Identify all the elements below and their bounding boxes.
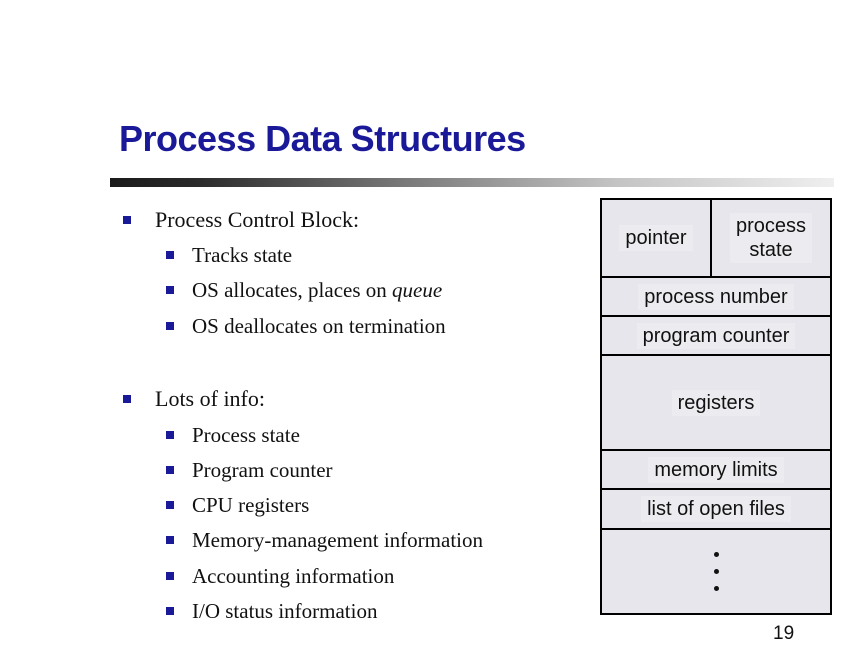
- bullet-text: Process state: [192, 423, 300, 447]
- slide-title: Process Data Structures: [119, 118, 526, 159]
- bullet-square-icon: [123, 216, 131, 224]
- pcb-field-label: memory limits: [648, 456, 784, 483]
- bullet-text: Memory-management information: [192, 528, 483, 552]
- title-underline: [110, 178, 834, 187]
- sub-bullet-item: Tracks state: [166, 242, 293, 268]
- sub-bullet-item: OS deallocates on termination: [166, 313, 446, 339]
- bullet-item: Lots of info:: [123, 386, 265, 412]
- pcb-field-label: process state: [729, 213, 813, 263]
- pcb-field-pointer: pointer: [600, 198, 712, 278]
- bullet-text: Program counter: [192, 458, 333, 482]
- bullet-text-italic: queue: [392, 278, 443, 302]
- sub-bullet-item: CPU registers: [166, 492, 310, 518]
- pcb-field-label: program counter: [636, 322, 796, 349]
- bullet-text: Lots of info:: [155, 386, 265, 411]
- pcb-field-memory-limits: memory limits: [600, 449, 832, 490]
- vertical-ellipsis-icon: [713, 552, 719, 591]
- pcb-field-label: pointer: [619, 225, 693, 251]
- pcb-field-more: [600, 528, 832, 615]
- bullet-item: Process Control Block:: [123, 207, 360, 233]
- bullet-square-icon: [166, 466, 174, 474]
- pcb-field-program-counter: program counter: [600, 315, 832, 356]
- bullet-square-icon: [166, 251, 174, 259]
- pcb-field-process-number: process number: [600, 276, 832, 317]
- bullet-text: Process Control Block:: [155, 207, 360, 232]
- pcb-field-label: registers: [671, 389, 761, 416]
- bullet-square-icon: [166, 501, 174, 509]
- bullet-text: Tracks state: [192, 243, 293, 267]
- pcb-field-label: process number: [638, 283, 794, 310]
- sub-bullet-item: OS allocates, places on queue: [166, 277, 443, 303]
- sub-bullet-item: Process state: [166, 422, 300, 448]
- pcb-field-label: list of open files: [641, 496, 791, 522]
- sub-bullet-item: Memory-management information: [166, 527, 483, 553]
- page-number: 19: [773, 623, 795, 644]
- bullet-square-icon: [166, 572, 174, 580]
- sub-bullet-item: Accounting information: [166, 563, 395, 589]
- bullet-text: I/O status information: [192, 599, 378, 623]
- bullet-text: Accounting information: [192, 564, 395, 588]
- bullet-square-icon: [166, 322, 174, 330]
- pcb-diagram: pointer process state process number pro…: [600, 198, 832, 615]
- bullet-square-icon: [166, 536, 174, 544]
- bullet-text: CPU registers: [192, 493, 310, 517]
- sub-bullet-item: I/O status information: [166, 598, 378, 624]
- pcb-field-label-line: process: [735, 215, 807, 237]
- bullet-square-icon: [166, 607, 174, 615]
- bullet-text: OS deallocates on termination: [192, 314, 446, 338]
- bullet-square-icon: [123, 395, 131, 403]
- pcb-field-registers: registers: [600, 354, 832, 451]
- pcb-field-open-files: list of open files: [600, 488, 832, 530]
- bullet-text: OS allocates, places on: [192, 278, 393, 302]
- pcb-field-process-state: process state: [710, 198, 832, 278]
- bullet-square-icon: [166, 286, 174, 294]
- pcb-field-label-line: state: [749, 239, 793, 261]
- sub-bullet-item: Program counter: [166, 457, 333, 483]
- bullet-square-icon: [166, 431, 174, 439]
